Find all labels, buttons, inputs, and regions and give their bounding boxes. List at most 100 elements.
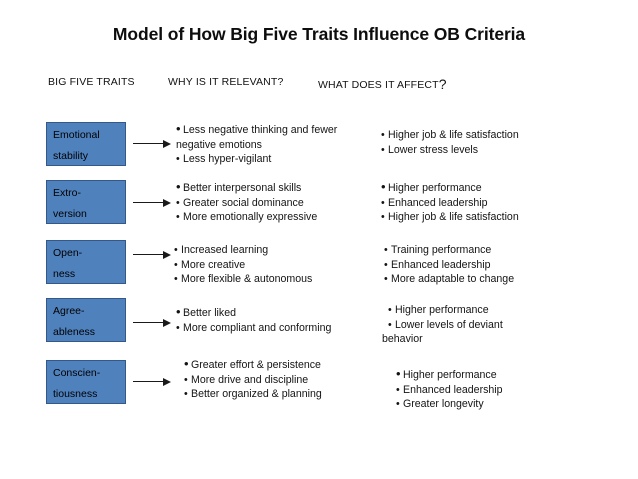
list-item: •Higher performance — [396, 366, 596, 383]
list-item: •Better organized & planning — [184, 387, 394, 402]
list-item: •More drive and discipline — [184, 373, 394, 388]
trait-box-extroversion[interactable]: Extro- version — [46, 180, 126, 224]
bullet-icon: • — [174, 244, 178, 256]
trait-label-line2: ableness — [53, 326, 96, 338]
trait-label-line1: Conscien- — [53, 367, 101, 379]
bullet-icon: • — [396, 366, 401, 381]
column-header-traits: BIG FIVE TRAITS — [48, 76, 135, 88]
bullet-icon: • — [176, 153, 180, 166]
column-header-affect-text: WHAT DOES IT AFFECT — [318, 79, 439, 91]
list-item-text: Higher job & life satisfaction — [388, 129, 519, 141]
list-item: •Greater effort & persistence — [184, 356, 394, 373]
trait-box-emotional-stability[interactable]: Emotional stability — [46, 122, 126, 166]
trait-label-line1: Agree- — [53, 305, 85, 317]
list-item-text: Better interpersonal skills — [183, 182, 302, 194]
list-item: •Higher performance — [388, 303, 538, 318]
list-item-text: More drive and discipline — [191, 373, 309, 386]
right-arrow-icon-row4 — [133, 318, 171, 327]
list-item: •Better interpersonal skills — [176, 179, 376, 196]
trait-box-openness[interactable]: Open- ness — [46, 240, 126, 284]
list-item-text: Increased learning — [181, 244, 269, 256]
list-item: •Higher job & life satisfaction — [381, 210, 621, 225]
list-item-text: Greater effort & persistence — [191, 359, 321, 371]
right-arrow-icon-row1 — [133, 139, 171, 148]
arrow-shaft — [133, 143, 164, 145]
bullet-icon: • — [381, 143, 385, 156]
column-header-affect-question-mark: ? — [438, 76, 447, 92]
list-item-text: Higher job & life satisfaction — [388, 211, 519, 224]
list-item-continuation: negative emotions — [176, 138, 262, 151]
affect-list-row5: •Higher performance •Enhanced leadership… — [396, 366, 596, 412]
list-item: •More adaptable to change — [384, 272, 624, 287]
list-item-text: Better organized & planning — [191, 388, 322, 401]
bullet-icon: • — [184, 388, 188, 401]
list-item: •More flexible & autonomous — [174, 272, 384, 287]
arrow-head — [163, 318, 171, 327]
bullet-icon: • — [174, 258, 178, 271]
list-item-text: Lower stress levels — [388, 143, 479, 156]
list-item-text: Enhanced leadership — [403, 383, 503, 396]
arrow-head — [163, 139, 171, 148]
why-list-row4: •Better liked •More compliant and confor… — [176, 305, 386, 335]
bullet-icon: • — [388, 318, 392, 331]
affect-list-row3: •Training performance •Enhanced leadersh… — [384, 243, 624, 287]
list-item-text: Greater social dominance — [183, 196, 304, 209]
bullet-icon: • — [176, 196, 180, 209]
why-list-row2: •Better interpersonal skills •Greater so… — [176, 179, 376, 225]
list-item: •More emotionally expressive — [176, 210, 376, 225]
list-item-text: Better liked — [183, 307, 236, 319]
list-item: •Less negative thinking and fewer — [176, 121, 376, 138]
list-item-continuation: behavior — [382, 333, 423, 346]
affect-list-row4: •Higher performance •Lower levels of dev… — [382, 303, 538, 347]
arrow-shaft — [133, 322, 164, 324]
list-item: •Lower levels of deviant — [388, 318, 538, 333]
bullet-icon: • — [176, 121, 181, 136]
column-header-relevant: WHY IS IT RELEVANT? — [168, 76, 284, 88]
list-item-text: Higher performance — [403, 369, 497, 381]
list-item: •Higher performance — [381, 180, 621, 196]
list-item-text: Training performance — [391, 244, 492, 256]
bullet-icon: • — [384, 258, 388, 271]
trait-label-line2: version — [53, 208, 87, 220]
trait-box-conscientiousness[interactable]: Conscien- tiousness — [46, 360, 126, 404]
arrow-head — [163, 198, 171, 207]
trait-box-agreeableness[interactable]: Agree- ableness — [46, 298, 126, 342]
trait-label-line1: Emotional — [53, 129, 100, 141]
why-list-row3: •Increased learning •More creative •More… — [174, 243, 384, 287]
arrow-shaft — [133, 381, 164, 383]
list-item: •Better liked — [176, 305, 386, 321]
bullet-icon: • — [381, 129, 385, 141]
right-arrow-icon-row3 — [133, 250, 171, 259]
trait-label-line1: Extro- — [53, 187, 82, 199]
bullet-icon: • — [381, 196, 385, 209]
trait-label-line2: ness — [53, 268, 76, 280]
list-item-text: Greater longevity — [403, 398, 484, 411]
bullet-icon: • — [176, 179, 181, 194]
bullet-icon: • — [176, 321, 180, 334]
bullet-icon: • — [384, 273, 388, 286]
list-item: •More creative — [174, 258, 384, 273]
list-item: •Training performance — [384, 243, 624, 258]
bullet-icon: • — [184, 356, 189, 371]
bullet-icon: • — [176, 211, 180, 224]
right-arrow-icon-row5 — [133, 377, 171, 386]
list-item: •Enhanced leadership — [381, 196, 621, 211]
list-item-text: Less hyper-vigilant — [183, 153, 272, 166]
list-item: •Enhanced leadership — [384, 258, 624, 273]
list-item-text: Less negative thinking and fewer — [183, 124, 338, 136]
why-list-row1: •Less negative thinking and fewer negati… — [176, 121, 376, 167]
trait-label-line1: Open- — [53, 247, 83, 259]
arrow-shaft — [133, 254, 164, 256]
list-item-text: More flexible & autonomous — [181, 273, 313, 286]
bullet-icon: • — [388, 304, 392, 316]
bullet-icon: • — [184, 373, 188, 386]
list-item-text: Enhanced leadership — [391, 258, 491, 271]
list-item: •Higher job & life satisfaction — [381, 128, 621, 143]
bullet-icon: • — [396, 398, 400, 411]
list-item-text: More adaptable to change — [391, 273, 515, 286]
why-list-row5: •Greater effort & persistence •More driv… — [184, 356, 394, 402]
affect-list-row2: •Higher performance •Enhanced leadership… — [381, 180, 621, 225]
bullet-icon: • — [384, 244, 388, 256]
list-item: •Greater social dominance — [176, 196, 376, 211]
list-item: •Enhanced leadership — [396, 383, 596, 398]
